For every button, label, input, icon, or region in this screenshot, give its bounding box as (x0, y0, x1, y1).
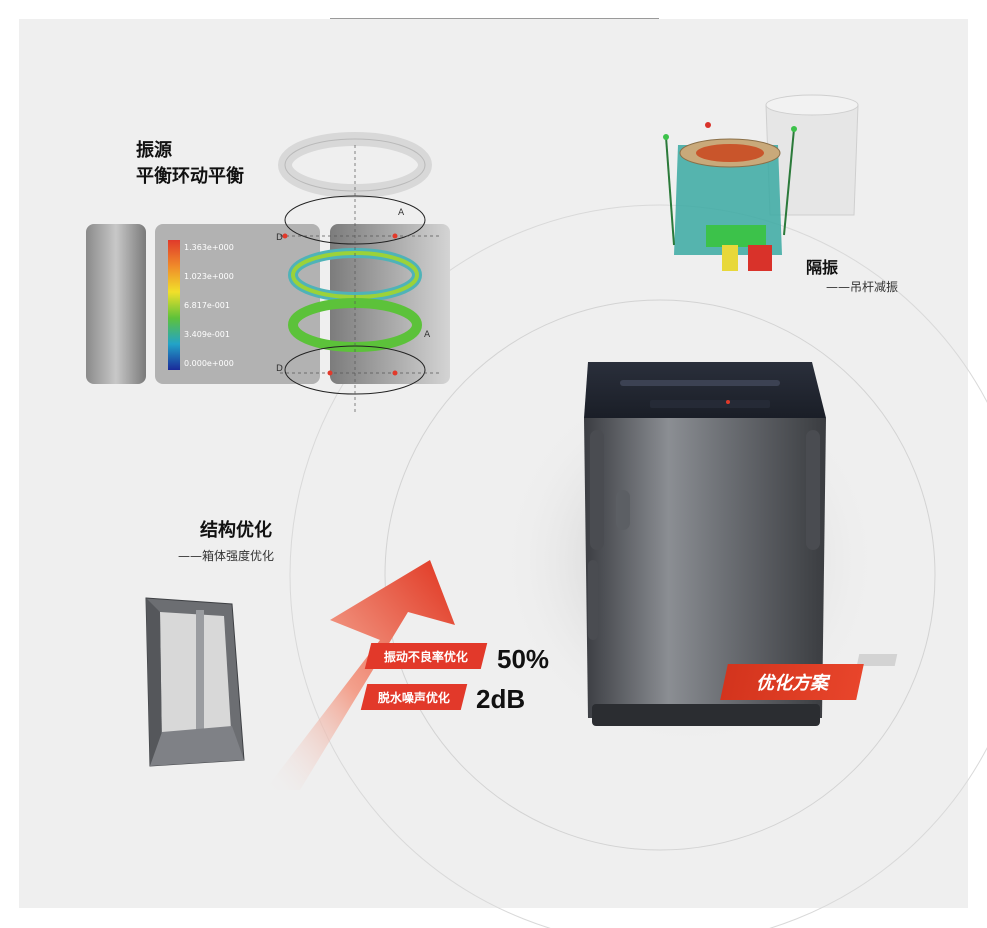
noise-result-label: 脱水噪声优化 (377, 690, 450, 705)
optimization-arrow (265, 560, 455, 790)
cabinet-frame-image (145, 597, 245, 767)
noise-result-tag: 脱水噪声优化 (360, 684, 468, 710)
simulation-panel (155, 224, 320, 384)
optimization-badge-label: 优化方案 (756, 673, 828, 694)
orbit-circle-inner (384, 299, 936, 851)
suspension-model-image (663, 94, 859, 271)
noise-result-value: 2dB (476, 684, 526, 714)
top-divider (330, 18, 659, 19)
isolation-title: 隔振 (806, 258, 839, 277)
vibration-source-title-line1: 振源 (136, 140, 172, 161)
gray-bar-left (86, 224, 146, 384)
scale-tick-1: 1.363e+000 (184, 243, 234, 252)
vibration-result-value: 50% (497, 644, 550, 674)
scale-tick-4: 3.409e-001 (184, 330, 230, 339)
balance-ring-diagram (278, 132, 440, 415)
axis-label-a-bottom: A (424, 330, 431, 340)
vibration-result-label: 振动不良率优化 (383, 649, 468, 664)
stress-color-scale (168, 240, 180, 370)
vibration-source-title-line2: 平衡环动平衡 (136, 166, 244, 188)
scale-tick-2: 1.023e+000 (184, 272, 234, 281)
scale-tick-5: 0.000e+000 (184, 359, 234, 368)
vibration-source-title: 振源 平衡环动平衡 (136, 138, 244, 190)
axis-label-a-top: A (398, 208, 405, 218)
washing-machine (584, 362, 826, 726)
optimization-badge: 优化方案 (720, 664, 864, 700)
axis-label-d-top: D (276, 233, 283, 243)
structure-subtitle: ——箱体强度优化 (178, 549, 275, 563)
orbit-circle-outer (289, 204, 987, 928)
structure-title: 结构优化 (200, 520, 272, 541)
isolation-subtitle: ——吊杆减振 (826, 280, 899, 294)
axis-label-d-bottom: D (276, 364, 283, 374)
vibration-result-tag: 振动不良率优化 (364, 643, 488, 669)
scale-tick-3: 6.817e-001 (184, 301, 230, 310)
